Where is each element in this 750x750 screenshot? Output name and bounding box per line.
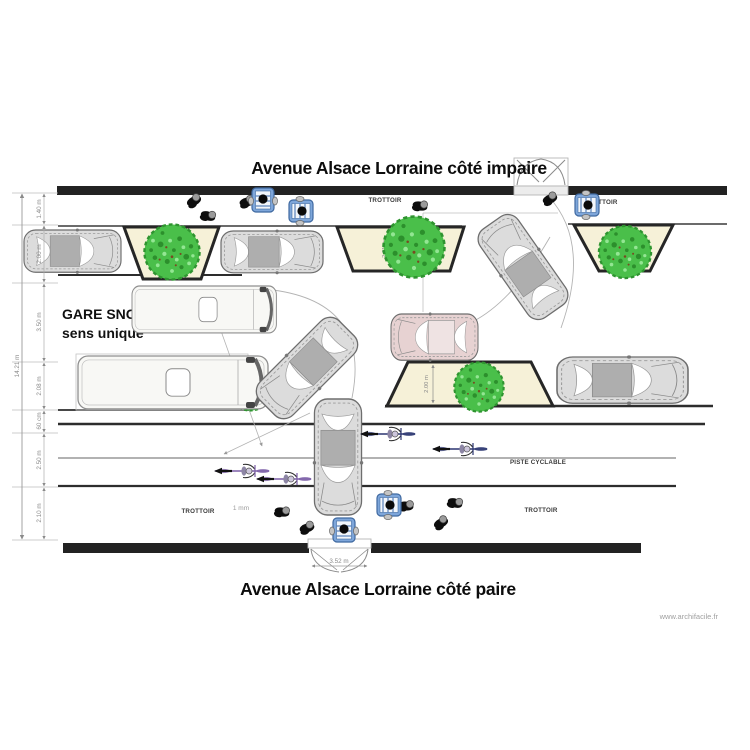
wheelchair [288, 195, 314, 227]
zone-labels: TROTTOIR TROTTOIR TROTTOIR TROTTOIR PIST… [181, 197, 718, 621]
dim-total: 14.21 m [14, 355, 21, 378]
sens-label: sens unique [62, 325, 144, 341]
pedestrian [198, 207, 218, 225]
dim-sidewalk-bottom: 2.10 m [36, 503, 43, 522]
title-bottom: Avenue Alsace Lorraine côté paire [240, 579, 516, 599]
gate-top [513, 157, 569, 196]
trottoir-top-left: TROTTOIR [368, 197, 401, 204]
trottoir-top-right: TROTTOIR [584, 199, 617, 206]
wheelchair [328, 517, 360, 543]
bus [130, 284, 279, 335]
tree [453, 361, 505, 413]
piste-cyclable-label: PISTE CYCLABLE [510, 459, 566, 466]
gate-dim: 3.52 m [329, 558, 348, 565]
station-text: GARE SNCF sens unique [62, 306, 145, 341]
dim-sidewalk-top: 1.40 m [36, 199, 43, 218]
dimension-chain: 1.40 m 2.00 m 3.50 m 2.08 m 60 cm 2.50 m… [12, 192, 58, 541]
car [556, 354, 689, 406]
dim-road-south: 2.50 m [36, 450, 43, 469]
wheelchair [376, 489, 402, 521]
wheelchair [247, 187, 279, 213]
bicycle [430, 441, 489, 457]
dim-road-main: 3.50 m [36, 312, 43, 331]
gate-bottom: 3.52 m [307, 538, 372, 573]
pedestrian [410, 197, 430, 215]
bicycle [254, 471, 313, 487]
car [220, 228, 324, 275]
scale-note: 1 mm [233, 505, 249, 512]
pedestrian [445, 494, 465, 512]
dim-buffer: 60 cm [36, 412, 43, 429]
wheelchair [574, 189, 600, 221]
car-pink [390, 311, 479, 363]
tree [143, 223, 201, 281]
tree [382, 215, 446, 279]
bicycle [212, 463, 271, 479]
gare-label: GARE SNCF [62, 306, 145, 322]
bicycle [358, 426, 417, 442]
pedestrian [431, 513, 451, 532]
planter-bottom-dim: 2.00 m [424, 375, 430, 393]
car [471, 207, 575, 327]
trottoir-bottom-right: TROTTOIR [524, 507, 557, 514]
dim-parking-bottom: 2.08 m [36, 376, 43, 395]
tree [597, 224, 653, 280]
pedestrian [297, 519, 317, 537]
walls [57, 186, 727, 553]
trottoir-bottom-left: TROTTOIR [181, 508, 214, 515]
car [312, 398, 364, 516]
dim-parking-top: 2.00 m [36, 244, 43, 263]
watermark: www.archifacile.fr [659, 612, 719, 621]
title-top: Avenue Alsace Lorraine côté impaire [251, 158, 547, 178]
pedestrian [272, 503, 292, 521]
bus [76, 354, 270, 411]
